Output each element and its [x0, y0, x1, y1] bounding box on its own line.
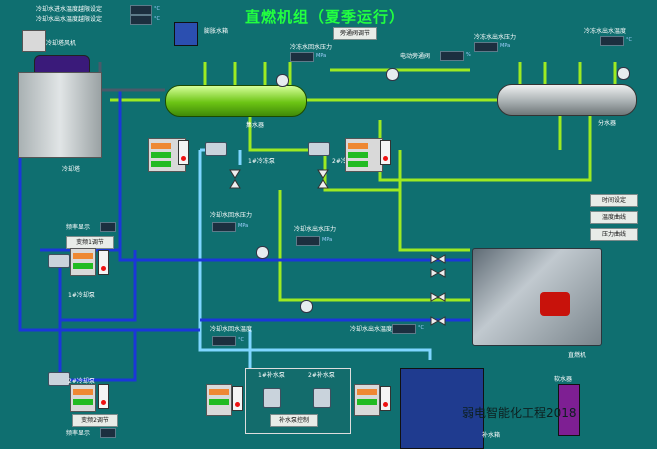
chilled-out-temp-value — [600, 36, 624, 46]
cpump1-control-panel[interactable] — [70, 248, 96, 276]
pressure-gauge-icon — [617, 67, 630, 80]
unit-pct: % — [466, 52, 471, 58]
unit-mpa: MPa — [500, 43, 511, 49]
chilled-pump-1-label: 1#冷冻泵 — [248, 158, 275, 165]
unit-c: °C — [418, 325, 424, 331]
unit-mpa: MPa — [316, 53, 327, 59]
softener-label: 软水器 — [554, 376, 573, 383]
pressure-gauge-icon — [276, 74, 289, 87]
freq-display-label-2: 频率显示 — [66, 430, 91, 437]
valve-icon[interactable] — [386, 68, 399, 81]
cooling-out-pressure-label: 冷却水出水压力 — [294, 226, 337, 233]
thermometer-icon — [178, 140, 189, 165]
makeup-pump-2[interactable] — [313, 388, 331, 408]
chilled-out-pressure-label: 冷冻水出水压力 — [474, 34, 517, 41]
page-title: 直燃机组（夏季运行） — [245, 8, 406, 26]
pump2-control-panel[interactable] — [345, 138, 383, 172]
watermark: 弱电智能化工程2018 — [462, 406, 577, 420]
water-collector — [165, 85, 307, 117]
makeup-tank-label: 补水箱 — [482, 432, 501, 439]
cooling-pump-1[interactable] — [48, 254, 70, 268]
chilled-back-pressure-top-value — [290, 52, 314, 62]
unit-c: °C — [238, 337, 244, 343]
bpump1-control-panel[interactable] — [206, 384, 232, 416]
softener — [558, 384, 580, 436]
cooling-in-limit-value[interactable] — [130, 5, 152, 15]
cooling-in-temp-label: 冷却水回水温度 — [210, 326, 253, 333]
makeup-pump-1-label: 1#补水泵 — [258, 372, 285, 379]
time-setting-button[interactable]: 时间设定 — [590, 194, 638, 207]
cooling-out-temp-value — [392, 324, 416, 334]
chilled-pump-1[interactable] — [205, 142, 227, 156]
temp-curve-button[interactable]: 温度曲线 — [590, 211, 638, 224]
thermometer-icon — [98, 384, 109, 409]
expansion-tank — [174, 22, 198, 46]
thermometer-icon — [380, 140, 391, 165]
freq-value-2 — [100, 428, 116, 438]
chilled-pump-2[interactable] — [308, 142, 330, 156]
unit-mpa: MPa — [322, 237, 333, 243]
makeup-pump-1[interactable] — [263, 388, 281, 408]
pressure-gauge-icon — [300, 300, 313, 313]
cpump2-control-panel[interactable] — [70, 384, 96, 412]
butterfly-valve-icon[interactable] — [430, 268, 446, 278]
cooling-in-temp-value — [212, 336, 236, 346]
butterfly-valve-icon[interactable] — [430, 316, 446, 326]
chilled-out-temp-label: 冷冻水出水温度 — [584, 28, 627, 35]
bypass-valve-value — [440, 51, 464, 61]
unit-mpa: MPa — [238, 223, 249, 229]
bypass-adjust-button[interactable]: 旁通阀调节 — [333, 27, 377, 40]
water-collector-label: 集水器 — [246, 122, 265, 129]
cooling-in-pressure-label: 冷却水回水压力 — [210, 212, 253, 219]
direct-fired-chiller[interactable] — [472, 248, 602, 346]
cooling-tower-label: 冷却塔 — [62, 166, 81, 173]
expansion-tank-label: 膨胀水箱 — [204, 28, 229, 35]
tower-control-panel[interactable] — [22, 30, 46, 52]
freq-display-label: 频率显示 — [66, 224, 91, 231]
thermometer-icon — [380, 386, 391, 411]
cooling-tower-fan-label: 冷却塔风机 — [46, 40, 77, 47]
pressure-gauge-icon — [256, 246, 269, 259]
water-distributor-label: 分水器 — [598, 120, 617, 127]
cooling-pump-2-label: 2#冷却泵 — [68, 378, 95, 385]
burner — [540, 292, 570, 316]
cooling-pump-2[interactable] — [48, 372, 70, 386]
cooling-out-pressure-value — [296, 236, 320, 246]
unit-c: °C — [154, 6, 160, 12]
check-valve-icon — [317, 169, 329, 189]
unit-c: °C — [626, 37, 632, 43]
pressure-curve-button[interactable]: 压力曲线 — [590, 228, 638, 241]
butterfly-valve-icon[interactable] — [430, 292, 446, 302]
water-distributor — [497, 84, 637, 116]
butterfly-valve-icon[interactable] — [430, 254, 446, 264]
bpump2-control-panel[interactable] — [354, 384, 380, 416]
cooling-out-limit-label: 冷却水出水温度越限设定 — [36, 16, 103, 23]
chiller-label: 直燃机 — [568, 352, 587, 359]
chilled-back-pressure-top-label: 冷冻水回水压力 — [290, 44, 333, 51]
thermometer-icon — [98, 250, 109, 275]
thermometer-icon — [232, 386, 243, 411]
freq-value-1 — [100, 222, 116, 232]
makeup-control-button[interactable]: 补水泵控制 — [270, 414, 318, 427]
cooling-in-pressure-value — [212, 222, 236, 232]
cooling-pump-1-label: 1#冷却泵 — [68, 292, 95, 299]
makeup-pump-2-label: 2#补水泵 — [308, 372, 335, 379]
cooling-out-temp-label: 冷却水出水温度 — [350, 326, 393, 333]
chilled-out-pressure-value — [474, 42, 498, 52]
check-valve-icon — [229, 169, 241, 189]
freq-adjust-2-button[interactable]: 变频2调节 — [72, 414, 118, 427]
bypass-valve-label: 电动旁通阀 — [400, 53, 431, 60]
cooling-out-limit-value[interactable] — [130, 15, 152, 25]
unit-c: °C — [154, 16, 160, 22]
cooling-in-limit-label: 冷却水进水温度越限设定 — [36, 6, 103, 13]
cooling-tower — [18, 72, 102, 158]
